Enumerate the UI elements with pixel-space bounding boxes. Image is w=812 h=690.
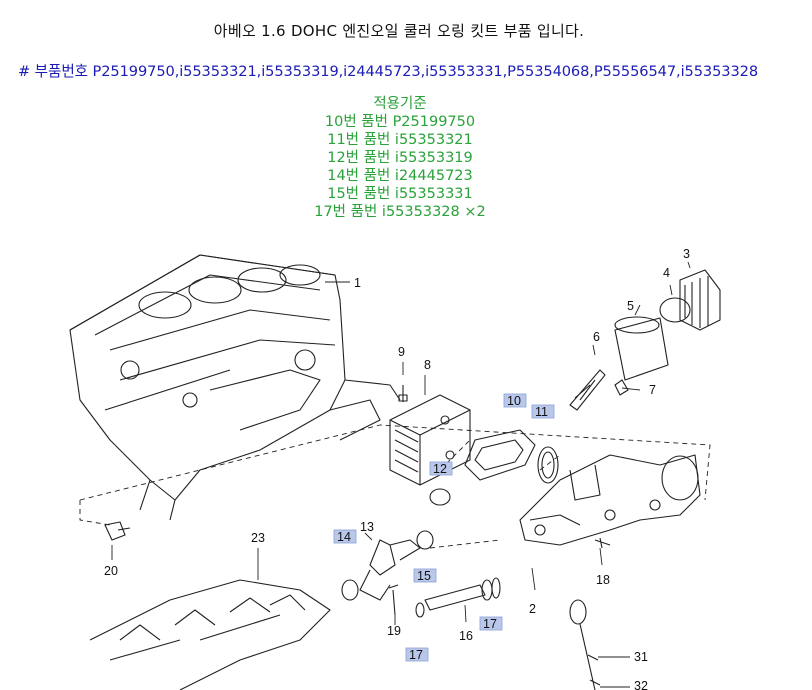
applicability-heading: 적용기준 (373, 96, 427, 112)
callout-20: 20 (104, 564, 118, 578)
highlight-box-11 (531, 404, 555, 419)
applicability-line: 15번 품번 i55353331 (327, 186, 473, 202)
callout-2: 2 (529, 602, 536, 616)
gasket-10-drawing (464, 429, 536, 481)
callout-7: 7 (649, 383, 656, 397)
highlight-boxes (333, 393, 555, 662)
callout-6: 6 (593, 330, 600, 344)
applicability-line: 10번 품번 P25199750 (324, 114, 476, 130)
o-ring-15-drawing (416, 530, 434, 550)
callout-19: 19 (387, 624, 401, 638)
page-title: 아베오 1.6 DOHC 엔진오일 쿨러 오링 킷트 부품 입니다. (213, 22, 585, 40)
applicability-block: 적용기준 10번 품번 P25199750 11번 품번 i55353321 1… (250, 95, 550, 221)
o-ring-11-drawing (537, 446, 559, 484)
dipstick-drawing (569, 599, 601, 690)
oil-pan-baffle-drawing (89, 579, 331, 690)
callout-numbers: 1 2 3 4 5 6 7 8 9 10 11 12 13 14 15 16 1… (104, 247, 690, 690)
callout-15: 15 (417, 569, 431, 583)
leader-lines (111, 261, 691, 688)
callout-3: 3 (683, 247, 690, 261)
callout-17a: 17 (409, 648, 423, 662)
highlight-box-17a (405, 647, 429, 662)
callout-11: 11 (535, 405, 548, 419)
engine-block-drawing (69, 254, 401, 521)
callout-23: 23 (251, 531, 265, 545)
callout-17b: 17 (483, 617, 497, 631)
oil-pipe-13-drawing (341, 539, 421, 601)
sensor-20-drawing (104, 521, 131, 541)
applicability-line: 14번 품번 i24445723 (327, 168, 473, 184)
callout-9: 9 (398, 345, 405, 359)
part-numbers-line: # 부품번호 P25199750,i55353321,i55353319,i24… (18, 63, 758, 80)
applicability-line: 11번 품번 i55353321 (327, 132, 473, 148)
callout-10: 10 (507, 394, 521, 408)
oil-pipe-16-drawing (415, 577, 501, 618)
assembly-dashed-lines (79, 424, 711, 549)
highlight-box-17b (479, 616, 503, 631)
bolt-19-drawing (388, 584, 399, 616)
callout-1: 1 (354, 276, 361, 290)
callout-18: 18 (596, 573, 610, 587)
o-ring-12-drawing (429, 488, 451, 506)
callout-14: 14 (337, 530, 351, 544)
applicability-line: 12번 품번 i55353319 (327, 150, 473, 166)
callout-5: 5 (627, 299, 634, 313)
callout-12: 12 (433, 462, 447, 476)
oil-filter-housing-drawing (519, 454, 701, 546)
callout-32: 32 (634, 679, 648, 690)
callout-31: 31 (634, 650, 648, 664)
applicability-line: 17번 품번 i55353328 ×2 (314, 204, 486, 220)
callout-13: 13 (360, 520, 374, 534)
oil-cooler-drawing (389, 385, 471, 486)
o-ring-11-inner (541, 451, 555, 479)
exploded-parts-diagram: 1 2 3 4 5 6 7 8 9 10 11 12 13 14 15 16 1… (69, 247, 721, 690)
highlight-box-10 (503, 393, 527, 408)
highlight-box-14 (333, 529, 357, 544)
highlight-box-12 (429, 461, 453, 476)
callout-16: 16 (459, 629, 473, 643)
callout-4: 4 (663, 266, 670, 280)
highlight-box-15 (413, 568, 437, 583)
oil-filter-parts-drawing (569, 269, 721, 411)
bolt-18-drawing (594, 537, 611, 549)
callout-8: 8 (424, 358, 431, 372)
